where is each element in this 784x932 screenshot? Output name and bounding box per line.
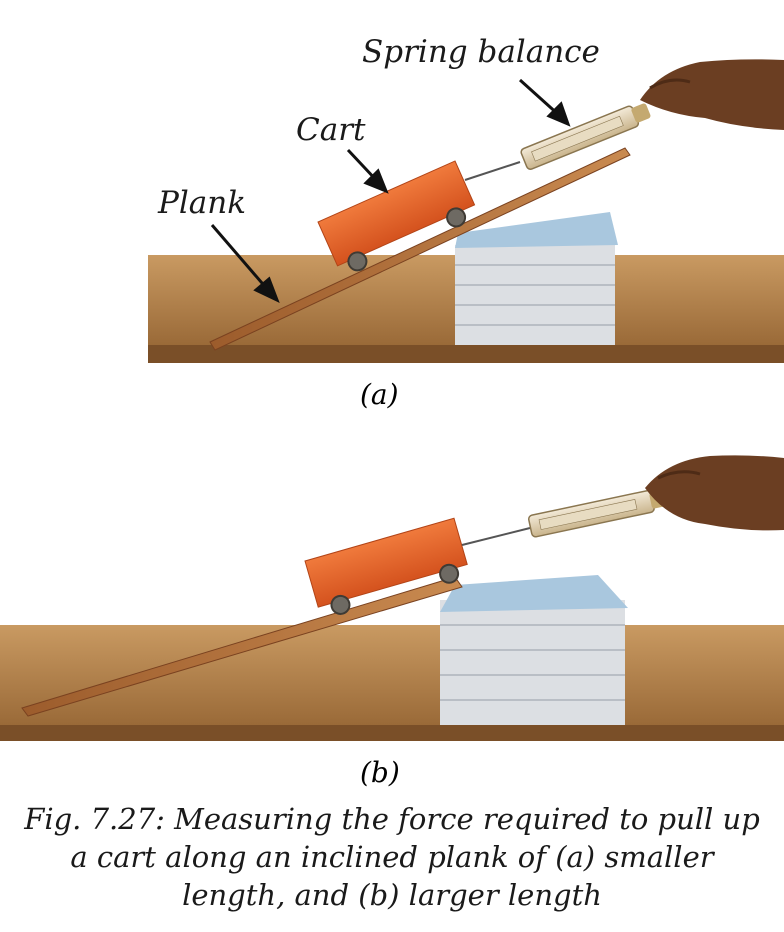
table-edge xyxy=(0,725,784,741)
spring-balance-label: Spring balance xyxy=(362,34,600,70)
table-surface xyxy=(0,625,784,725)
spring-balance xyxy=(520,103,651,170)
table-edge xyxy=(148,345,784,363)
spring-balance xyxy=(527,490,668,538)
cart-label: Cart xyxy=(296,112,366,148)
figure-caption: Fig. 7.27: Measuring the force required … xyxy=(24,802,760,912)
subfigure-b-label: (b) xyxy=(360,756,400,789)
plank-label: Plank xyxy=(158,185,247,221)
book-stack xyxy=(440,575,628,725)
hand xyxy=(645,455,784,531)
plank xyxy=(209,147,631,351)
figure-b-photo xyxy=(0,440,784,770)
label-arrows xyxy=(210,78,571,303)
hand xyxy=(640,59,784,131)
figure-a-photo: Spring balance Cart Plank xyxy=(0,0,784,400)
subfigure-a-label: (a) xyxy=(360,378,399,411)
cart xyxy=(304,517,468,615)
plank xyxy=(21,576,463,717)
book-stack xyxy=(455,212,618,345)
cart xyxy=(317,160,476,272)
